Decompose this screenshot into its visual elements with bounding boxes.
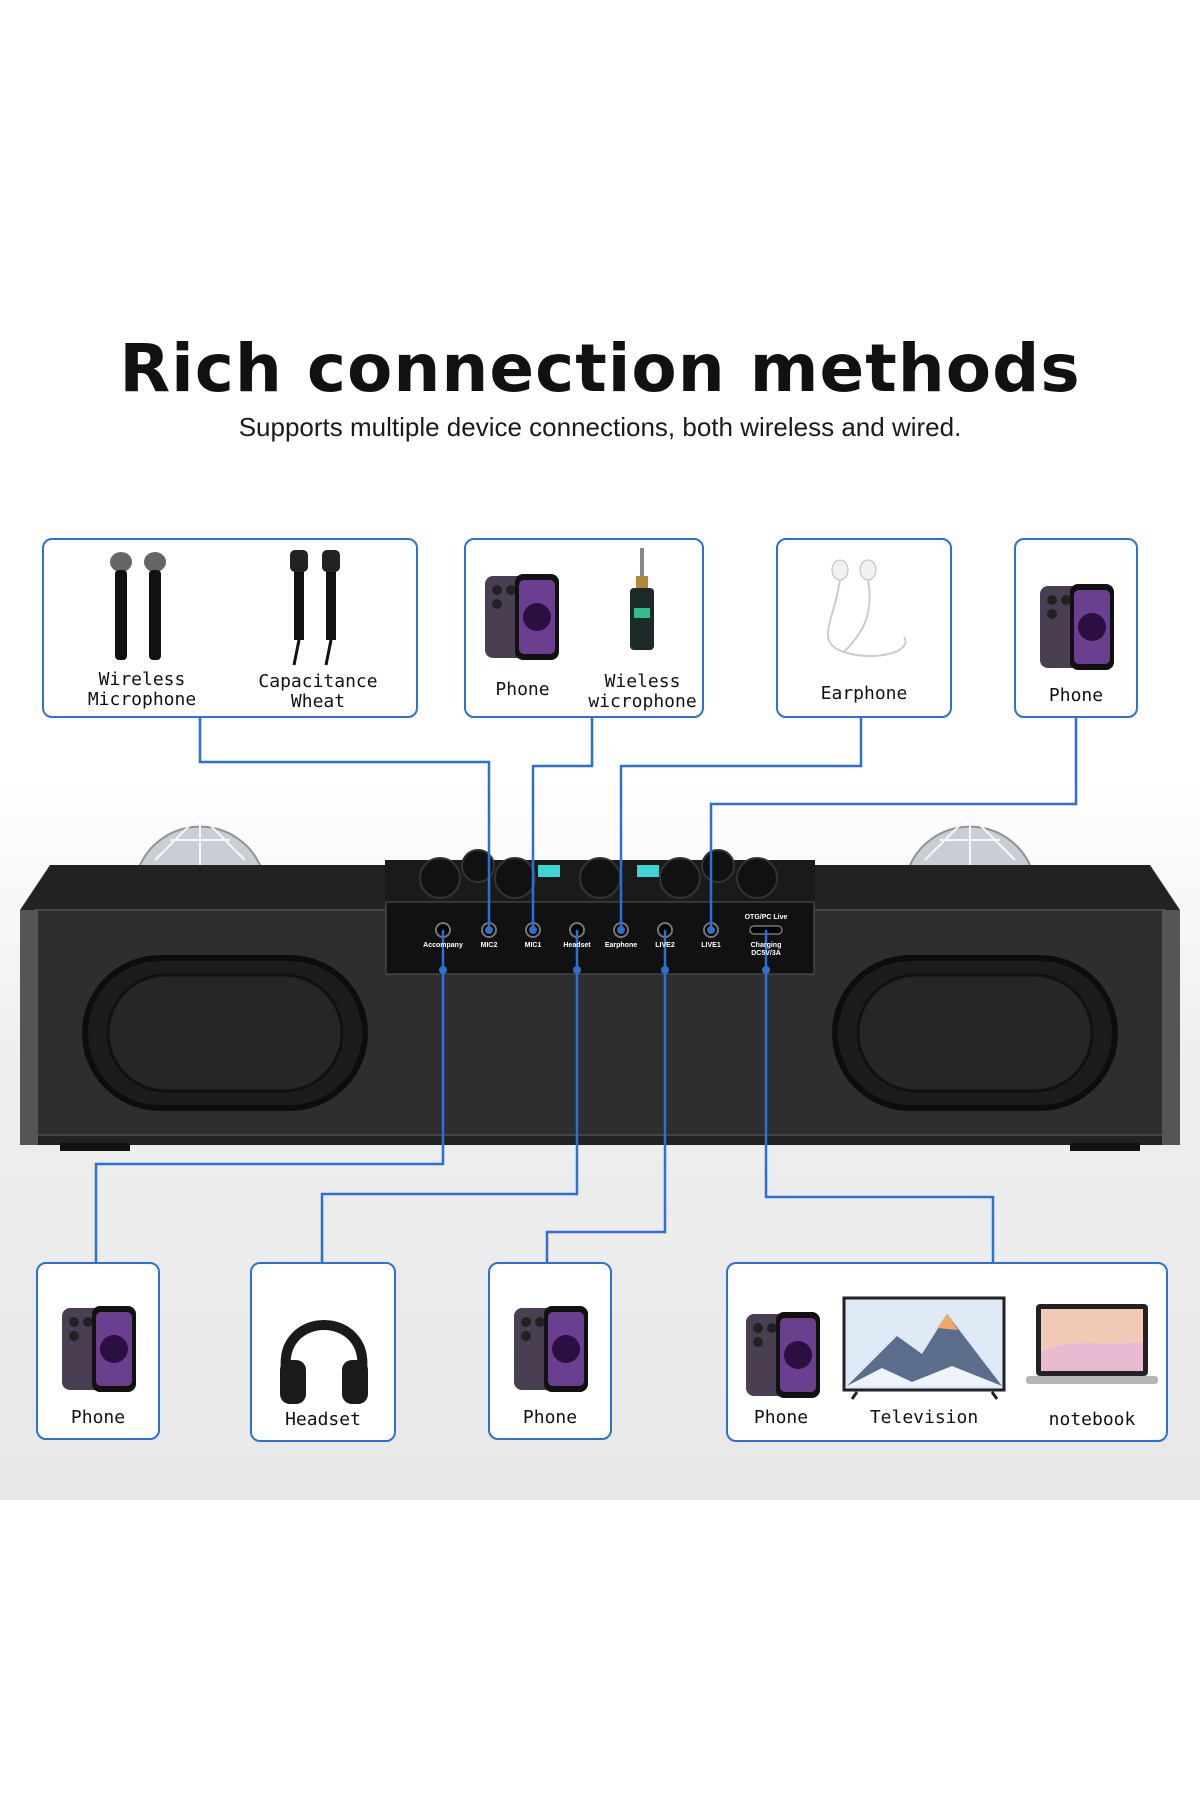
label-notebook: notebook (1048, 1409, 1136, 1430)
port-label-earphone: Earphone (604, 942, 638, 949)
label-television: Television (869, 1407, 979, 1428)
speaker (20, 813, 1180, 1151)
label-wireless-microphone: Wireless Microphone (87, 669, 197, 710)
port-label-charging: Charging DC5V/3A (750, 942, 782, 957)
phone-icon (1040, 584, 1114, 670)
headset-icon (280, 1320, 368, 1404)
port-label-mic2: MIC2 (480, 942, 498, 949)
label-phone: Phone (70, 1407, 126, 1428)
port-label-headset: Headset (563, 942, 591, 949)
label-phone: Phone (753, 1407, 809, 1428)
label-phone: Phone (1048, 685, 1104, 706)
phone-icon (746, 1312, 820, 1398)
page-subtitle: Supports multiple device connections, bo… (238, 412, 962, 442)
capacitance-microphone-icon (290, 550, 340, 666)
label-earphone: Earphone (820, 683, 908, 704)
television-icon (842, 1296, 1006, 1400)
connector-dots (439, 926, 770, 974)
port-label-otg: OTG/PC Live (744, 914, 788, 921)
label-headset: Headset (285, 1409, 361, 1430)
phone-icon (514, 1306, 588, 1392)
port-label-mic1: MIC1 (524, 942, 542, 949)
device-box-headset (250, 1262, 396, 1442)
earphone-icon (827, 559, 907, 658)
wireless-microphone-icon (110, 552, 166, 660)
wireless-receiver-icon (630, 548, 654, 650)
label-phone: Phone (495, 679, 550, 700)
port-label-accompany: Accompany (423, 942, 463, 949)
label-wieless-microphone: Wieless wicrophone (588, 671, 697, 712)
notebook-icon (1026, 1304, 1158, 1384)
port-label-live2: LIVE2 (655, 942, 675, 949)
device-box-microphones (42, 538, 418, 718)
port-label-live1: LIVE1 (701, 942, 721, 949)
connector-lines (94, 718, 1078, 1262)
page-title: Rich connection methods (119, 330, 1081, 407)
label-capacitance-wheat: Capacitance Wheat (258, 671, 378, 712)
phone-icon (62, 1306, 136, 1392)
label-phone: Phone (522, 1407, 578, 1428)
phone-icon (485, 574, 559, 660)
